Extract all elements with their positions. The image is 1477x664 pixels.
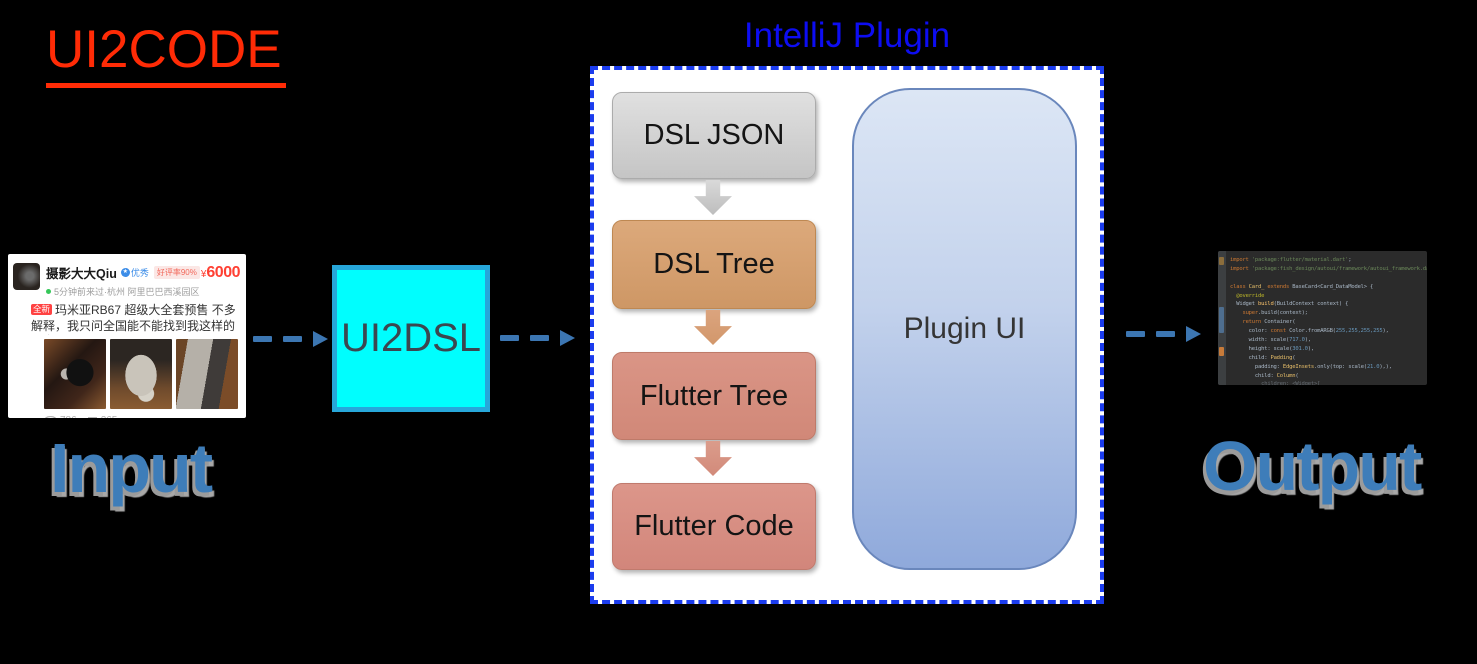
product-photo-1 bbox=[44, 339, 106, 409]
code-gutter bbox=[1218, 251, 1226, 385]
more-dots-icon: ••• bbox=[211, 416, 226, 419]
condition-badge: 全新 bbox=[31, 304, 53, 315]
product-photo-3 bbox=[176, 339, 238, 409]
code-line: children: <Widget>[ bbox=[1230, 381, 1321, 385]
code-text: import 'package:flutter/material.dart'; i… bbox=[1226, 251, 1427, 385]
input-label: Input bbox=[50, 429, 213, 507]
down-arrow-icon bbox=[694, 310, 732, 345]
product-photos bbox=[44, 339, 240, 409]
code-line: import 'package:fish_design/autoui/frame… bbox=[1230, 265, 1427, 272]
gutter-mark bbox=[1219, 257, 1224, 265]
page-title: UI2CODE bbox=[46, 22, 286, 88]
subtitle: 5分钟前来过·杭州 阿里巴巴西溪园区 bbox=[54, 287, 200, 297]
username: 摄影大大Qiu bbox=[46, 267, 117, 281]
arrow-input-to-ui2dsl bbox=[253, 331, 328, 347]
arrow-plugin-to-output bbox=[1126, 326, 1201, 342]
subtitle-row: 5分钟前来过·杭州 阿里巴巴西溪园区 bbox=[46, 285, 240, 298]
code-line: import 'package:flutter/material.dart'; bbox=[1230, 257, 1352, 263]
plugin-ui-label: Plugin UI bbox=[903, 312, 1026, 345]
code-line: padding: EdgeInsets.only(top: scale(21.0… bbox=[1230, 363, 1392, 370]
comments-bubble-icon bbox=[87, 416, 97, 418]
arrow-dash bbox=[1126, 331, 1145, 337]
stats-row: 786 265 ••• bbox=[44, 415, 240, 418]
output-code-screenshot: import 'package:flutter/material.dart'; i… bbox=[1218, 251, 1427, 385]
code-line: Widget build(BuildContext context) { bbox=[1230, 301, 1349, 308]
card-header-text: 摄影大大Qiu ★ 优秀 好评率90% ¥ 6000 5分钟前来过·杭州 阿里巴… bbox=[46, 263, 240, 298]
price: ¥ 6000 bbox=[200, 263, 241, 282]
output-label: Output bbox=[1203, 427, 1422, 505]
intellij-plugin-container: DSL JSON DSL Tree Flutter Tree Flutter C… bbox=[590, 66, 1104, 604]
ui2dsl-label: UI2DSL bbox=[340, 316, 482, 360]
code-line: color: const Color.fromARGB(255,255,255,… bbox=[1230, 328, 1389, 335]
code-line: height: scale(301.0), bbox=[1230, 345, 1315, 352]
product-photo-2 bbox=[110, 339, 172, 409]
plugin-ui-panel: Plugin UI bbox=[852, 88, 1077, 570]
arrow-dash bbox=[1156, 331, 1175, 337]
ui2dsl-box: UI2DSL bbox=[332, 265, 490, 412]
flow-box-dsl-tree: DSL Tree bbox=[612, 220, 816, 309]
username-row: 摄影大大Qiu ★ 优秀 好评率90% ¥ 6000 bbox=[46, 263, 240, 282]
views-eye-icon bbox=[44, 416, 57, 418]
comments-count: 265 bbox=[101, 415, 118, 418]
code-line: @override bbox=[1236, 292, 1265, 299]
code-line: return Container( bbox=[1242, 319, 1296, 326]
arrow-head-icon bbox=[560, 330, 575, 346]
gutter-mark bbox=[1219, 347, 1224, 356]
code-line: class Card_ extends BaseCard<Card_DataMo… bbox=[1230, 283, 1374, 290]
price-amount: 6000 bbox=[206, 263, 240, 281]
code-line: width: scale(717.0), bbox=[1230, 337, 1311, 344]
avatar bbox=[13, 263, 40, 290]
code-line: super.build(context); bbox=[1242, 310, 1308, 317]
flow-box-flutter-tree: Flutter Tree bbox=[612, 352, 816, 440]
down-arrow-icon bbox=[694, 441, 732, 476]
arrow-head-icon bbox=[313, 331, 328, 347]
arrow-dash bbox=[500, 335, 519, 341]
gutter-mark bbox=[1219, 307, 1224, 333]
code-line: child: Column( bbox=[1230, 372, 1299, 379]
online-dot-icon bbox=[46, 289, 51, 294]
code-line: child: Padding( bbox=[1230, 354, 1296, 361]
currency-symbol: ¥ bbox=[200, 268, 207, 280]
arrow-head-icon bbox=[1186, 326, 1201, 342]
flow-box-flutter-code: Flutter Code bbox=[612, 483, 816, 570]
views-count: 786 bbox=[60, 415, 77, 418]
card-header: 摄影大大Qiu ★ 优秀 好评率90% ¥ 6000 5分钟前来过·杭州 阿里巴… bbox=[13, 263, 240, 298]
input-listing-card: 摄影大大Qiu ★ 优秀 好评率90% ¥ 6000 5分钟前来过·杭州 阿里巴… bbox=[8, 254, 246, 418]
arrow-dash bbox=[253, 336, 272, 342]
description-text: 玛米亚RB67 超级大全套预售 不多解释，我只问全国能不能找到我这样的一套。 bbox=[31, 303, 236, 335]
code-line bbox=[1230, 274, 1427, 283]
flow-box-dsl-json: DSL JSON bbox=[612, 92, 816, 179]
arrow-dash bbox=[283, 336, 302, 342]
rating-badge: 好评率90% bbox=[153, 266, 200, 279]
intellij-plugin-title: IntelliJ Plugin bbox=[743, 16, 951, 55]
down-arrow-icon bbox=[694, 180, 732, 215]
cert-icon: ★ bbox=[120, 268, 130, 277]
arrow-dash bbox=[530, 335, 549, 341]
arrow-ui2dsl-to-plugin bbox=[500, 330, 575, 346]
cert-label: 优秀 bbox=[130, 268, 149, 278]
cert-badge: ★ 优秀 bbox=[120, 266, 149, 279]
